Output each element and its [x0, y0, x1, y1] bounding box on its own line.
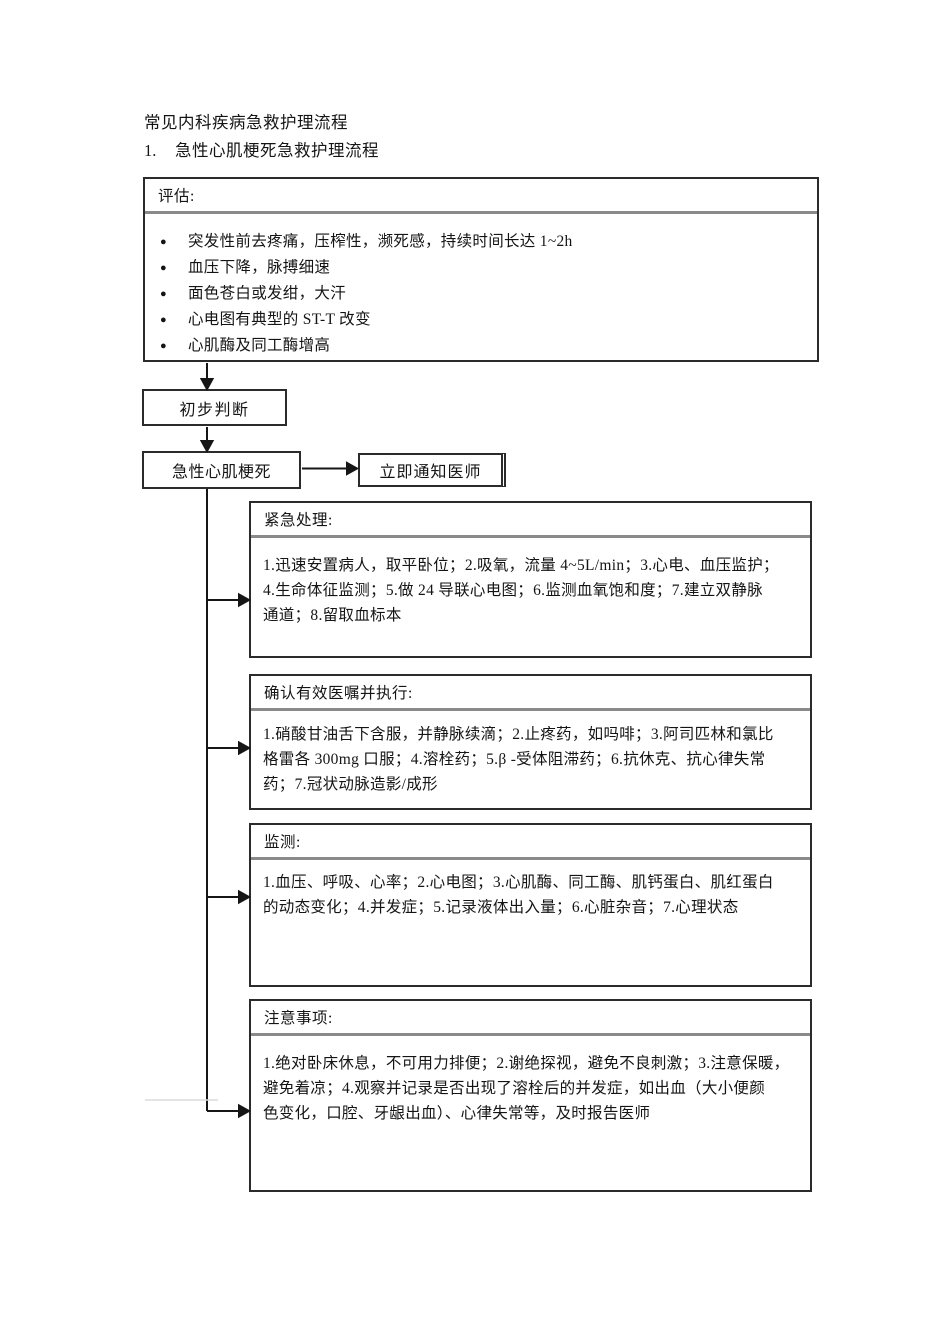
- assessment-bullet-item: ● 心肌酶及同工酶增高: [157, 333, 805, 359]
- step-box-confirm-orders: 确认有效医嘱并执行: 1.硝酸甘油舌下含服，并静脉续滴；2.止疼药，如吗啡；3.…: [249, 674, 812, 810]
- step-body: 1.硝酸甘油舌下含服，并静脉续滴；2.止疼药，如吗啡；3.阿司匹林和氯比格雷各 …: [251, 711, 810, 797]
- document-title: 常见内科疾病急救护理流程: [144, 113, 348, 132]
- step-body-line: 色变化，口腔、牙龈出血）、心律失常等，及时报告医师: [263, 1105, 651, 1122]
- node-preliminary-judgement: 初步判断: [142, 389, 287, 426]
- bullet-icon: ●: [160, 288, 167, 300]
- step-body-line: 4.生命体征监测；5.做 24 导联心电图；6.监测血氧饱和度；7.建立双静脉: [263, 582, 763, 599]
- step-header: 监测:: [251, 825, 810, 860]
- step-body-line: 1.硝酸甘油舌下含服，并静脉续滴；2.止疼药，如吗啡；3.阿司匹林和氯比: [263, 726, 774, 743]
- step-body-line: 药；7.冠状动脉造影/成形: [263, 776, 438, 793]
- step-body-line: 避免着凉；4.观察并记录是否出现了溶栓后的并发症，如出血（大小便颜: [263, 1080, 766, 1097]
- step-body: 1.血压、呼吸、心率；2.心电图；3.心肌酶、同工酶、肌钙蛋白、肌红蛋白的动态变…: [251, 860, 810, 920]
- step-body-line: 格雷各 300mg 口服；4.溶栓药；5.β -受体阻滞药；6.抗休克、抗心律失…: [263, 751, 766, 768]
- step-header: 紧急处理:: [251, 503, 810, 538]
- step-body-line: 1.血压、呼吸、心率；2.心电图；3.心肌酶、同工酶、肌钙蛋白、肌红蛋白: [263, 874, 774, 891]
- bullet-text: 面色苍白或发绀，大汗: [188, 285, 347, 302]
- step-body-line: 1.绝对卧床休息，不可用力排便；2.谢绝探视，避免不良刺激；3.注意保暖，: [263, 1055, 790, 1072]
- assessment-bullet-item: ● 突发性前去疼痛，压榨性，濒死感，持续时间长达 1~2h: [157, 229, 805, 255]
- section-heading: 1. 急性心肌梗死急救护理流程: [144, 140, 379, 161]
- step-header: 确认有效医嘱并执行:: [251, 676, 810, 711]
- assessment-bullet-item: ● 面色苍白或发绀，大汗: [157, 281, 805, 307]
- node-acute-mi: 急性心肌梗死: [142, 451, 301, 489]
- step-body-line: 1.迅速安置病人，取平卧位；2.吸氧，流量 4~5L/min；3.心电、血压监护…: [263, 557, 779, 574]
- arrowhead-trunk-to-step3: [238, 889, 252, 905]
- step-body-line: 的动态变化；4.并发症；5.记录液体出入量；6.心脏杂音；7.心理状态: [263, 899, 739, 916]
- step-body: 1.绝对卧床休息，不可用力排便；2.谢绝探视，避免不良刺激；3.注意保暖， 避免着…: [251, 1036, 810, 1126]
- bullet-text: 突发性前去疼痛，压榨性，濒死感，持续时间长达 1~2h: [188, 233, 573, 250]
- step-body: 1.迅速安置病人，取平卧位；2.吸氧，流量 4~5L/min；3.心电、血压监护…: [251, 538, 810, 628]
- arrowhead-preliminary-to-ami: [199, 440, 215, 454]
- assessment-box: 评估: ● 突发性前去疼痛，压榨性，濒死感，持续时间长达 1~2h ● 血压下降，脉…: [143, 177, 819, 362]
- bullet-text: 血压下降，脉搏细速: [188, 259, 331, 276]
- arrowhead-trunk-to-step4: [238, 1103, 252, 1119]
- assessment-bullet-item: ● 血压下降，脉搏细速: [157, 255, 805, 281]
- step-box-emergency-handling: 紧急处理: 1.迅速安置病人，取平卧位；2.吸氧，流量 4~5L/min；3.心…: [249, 501, 812, 658]
- assessment-bullet-list: ●突发性前去疼痛，压榨性，濒死感，持续时间长达 1~2h ●血压下降，脉搏细速 …: [157, 229, 805, 359]
- bullet-icon: ●: [160, 314, 167, 326]
- arrowhead-trunk-to-step2: [238, 740, 252, 756]
- bullet-text: 心电图有典型的 ST-T 改变: [188, 311, 371, 328]
- bullet-icon: ●: [160, 236, 167, 248]
- section-title: 急性心肌梗死急救护理流程: [175, 141, 379, 160]
- step-box-precautions: 注意事项: 1.绝对卧床休息，不可用力排便；2.谢绝探视，避免不良刺激；3.注意…: [249, 999, 812, 1192]
- step-box-monitoring: 监测: 1.血压、呼吸、心率；2.心电图；3.心肌酶、同工酶、肌钙蛋白、肌红蛋白…: [249, 823, 812, 987]
- assessment-header: 评估:: [145, 179, 817, 214]
- assessment-bullet-item: ● 心电图有典型的 ST-T 改变: [157, 307, 805, 333]
- step-header: 注意事项:: [251, 1001, 810, 1036]
- node-notify-physician: 立即通知医师: [358, 453, 506, 487]
- bullet-icon: ●: [160, 340, 167, 352]
- arrowhead-ami-to-notify: [346, 461, 360, 476]
- bullet-text: 心肌酶及同工酶增高: [188, 337, 331, 354]
- step-body-line: 通道；8.留取血标本: [263, 607, 402, 624]
- section-number: 1.: [144, 141, 157, 160]
- bullet-icon: ●: [160, 262, 167, 274]
- assessment-body: ●突发性前去疼痛，压榨性，濒死感，持续时间长达 1~2h ●血压下降，脉搏细速 …: [145, 214, 817, 359]
- arrowhead-eval-to-preliminary: [199, 378, 215, 392]
- arrowhead-trunk-to-step1: [238, 592, 252, 608]
